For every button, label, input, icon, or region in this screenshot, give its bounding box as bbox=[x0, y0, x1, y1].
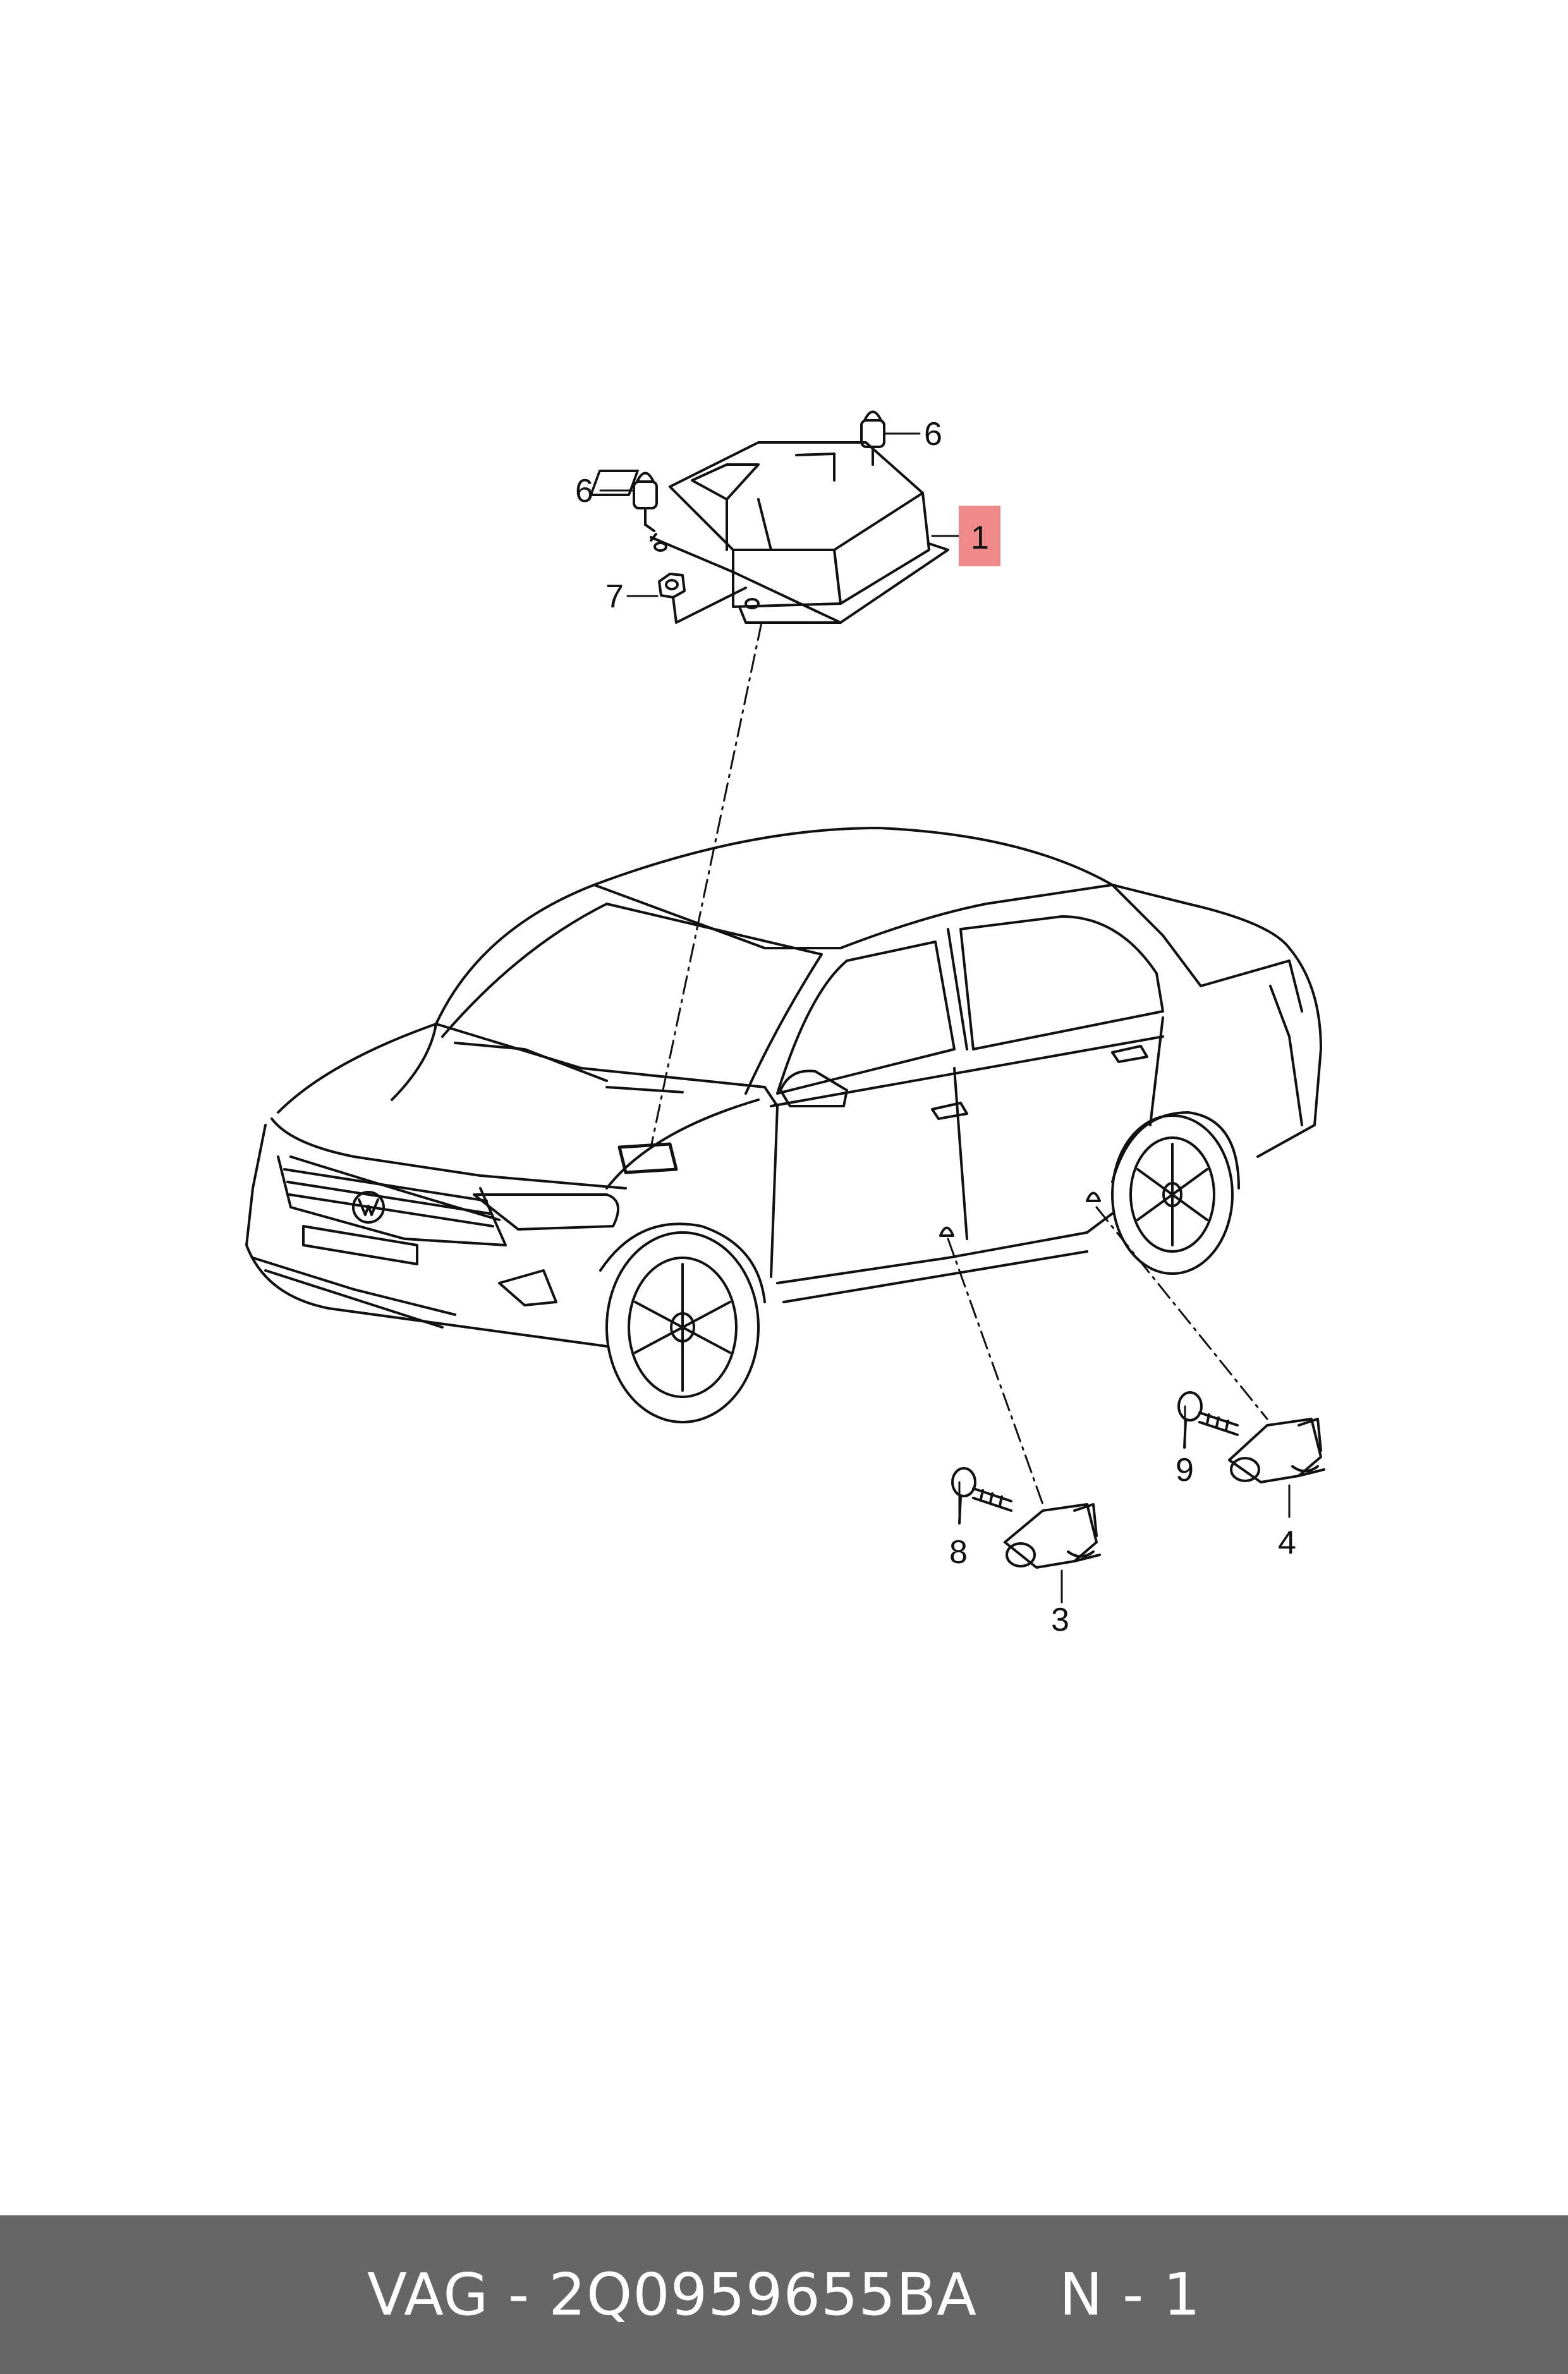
leader-lines bbox=[599, 432, 1291, 1604]
nut-6-left bbox=[633, 472, 658, 542]
callout-4: 4 bbox=[1278, 1525, 1296, 1561]
parts-diagram: 1 6 6 7 8 9 3 4 bbox=[245, 410, 1325, 1638]
airbag-control-unit bbox=[589, 441, 949, 624]
guide-lines bbox=[650, 621, 1268, 1506]
crash-sensor-3 bbox=[1004, 1503, 1101, 1569]
car-outline bbox=[245, 827, 1322, 1423]
callout-1: 1 bbox=[971, 520, 989, 556]
callout-6-right: 6 bbox=[924, 416, 942, 453]
crash-sensor-4 bbox=[1228, 1418, 1325, 1483]
part-number-label: VAG - 2Q0959655BA bbox=[367, 2261, 978, 2328]
callout-9: 9 bbox=[1176, 1452, 1194, 1488]
footer-bar: VAG - 2Q0959655BA N - 1 bbox=[0, 2215, 1568, 2374]
sheet-label: N - 1 bbox=[1059, 2261, 1201, 2328]
nut-7 bbox=[658, 573, 747, 624]
callout-8: 8 bbox=[949, 1534, 968, 1571]
callout-7: 7 bbox=[605, 578, 624, 615]
callout-3: 3 bbox=[1051, 1602, 1069, 1638]
callout-6-left: 6 bbox=[575, 473, 593, 509]
callout-1-highlight bbox=[959, 506, 1000, 566]
bolt-8 bbox=[951, 1467, 1012, 1525]
bolt-9 bbox=[1177, 1391, 1239, 1449]
